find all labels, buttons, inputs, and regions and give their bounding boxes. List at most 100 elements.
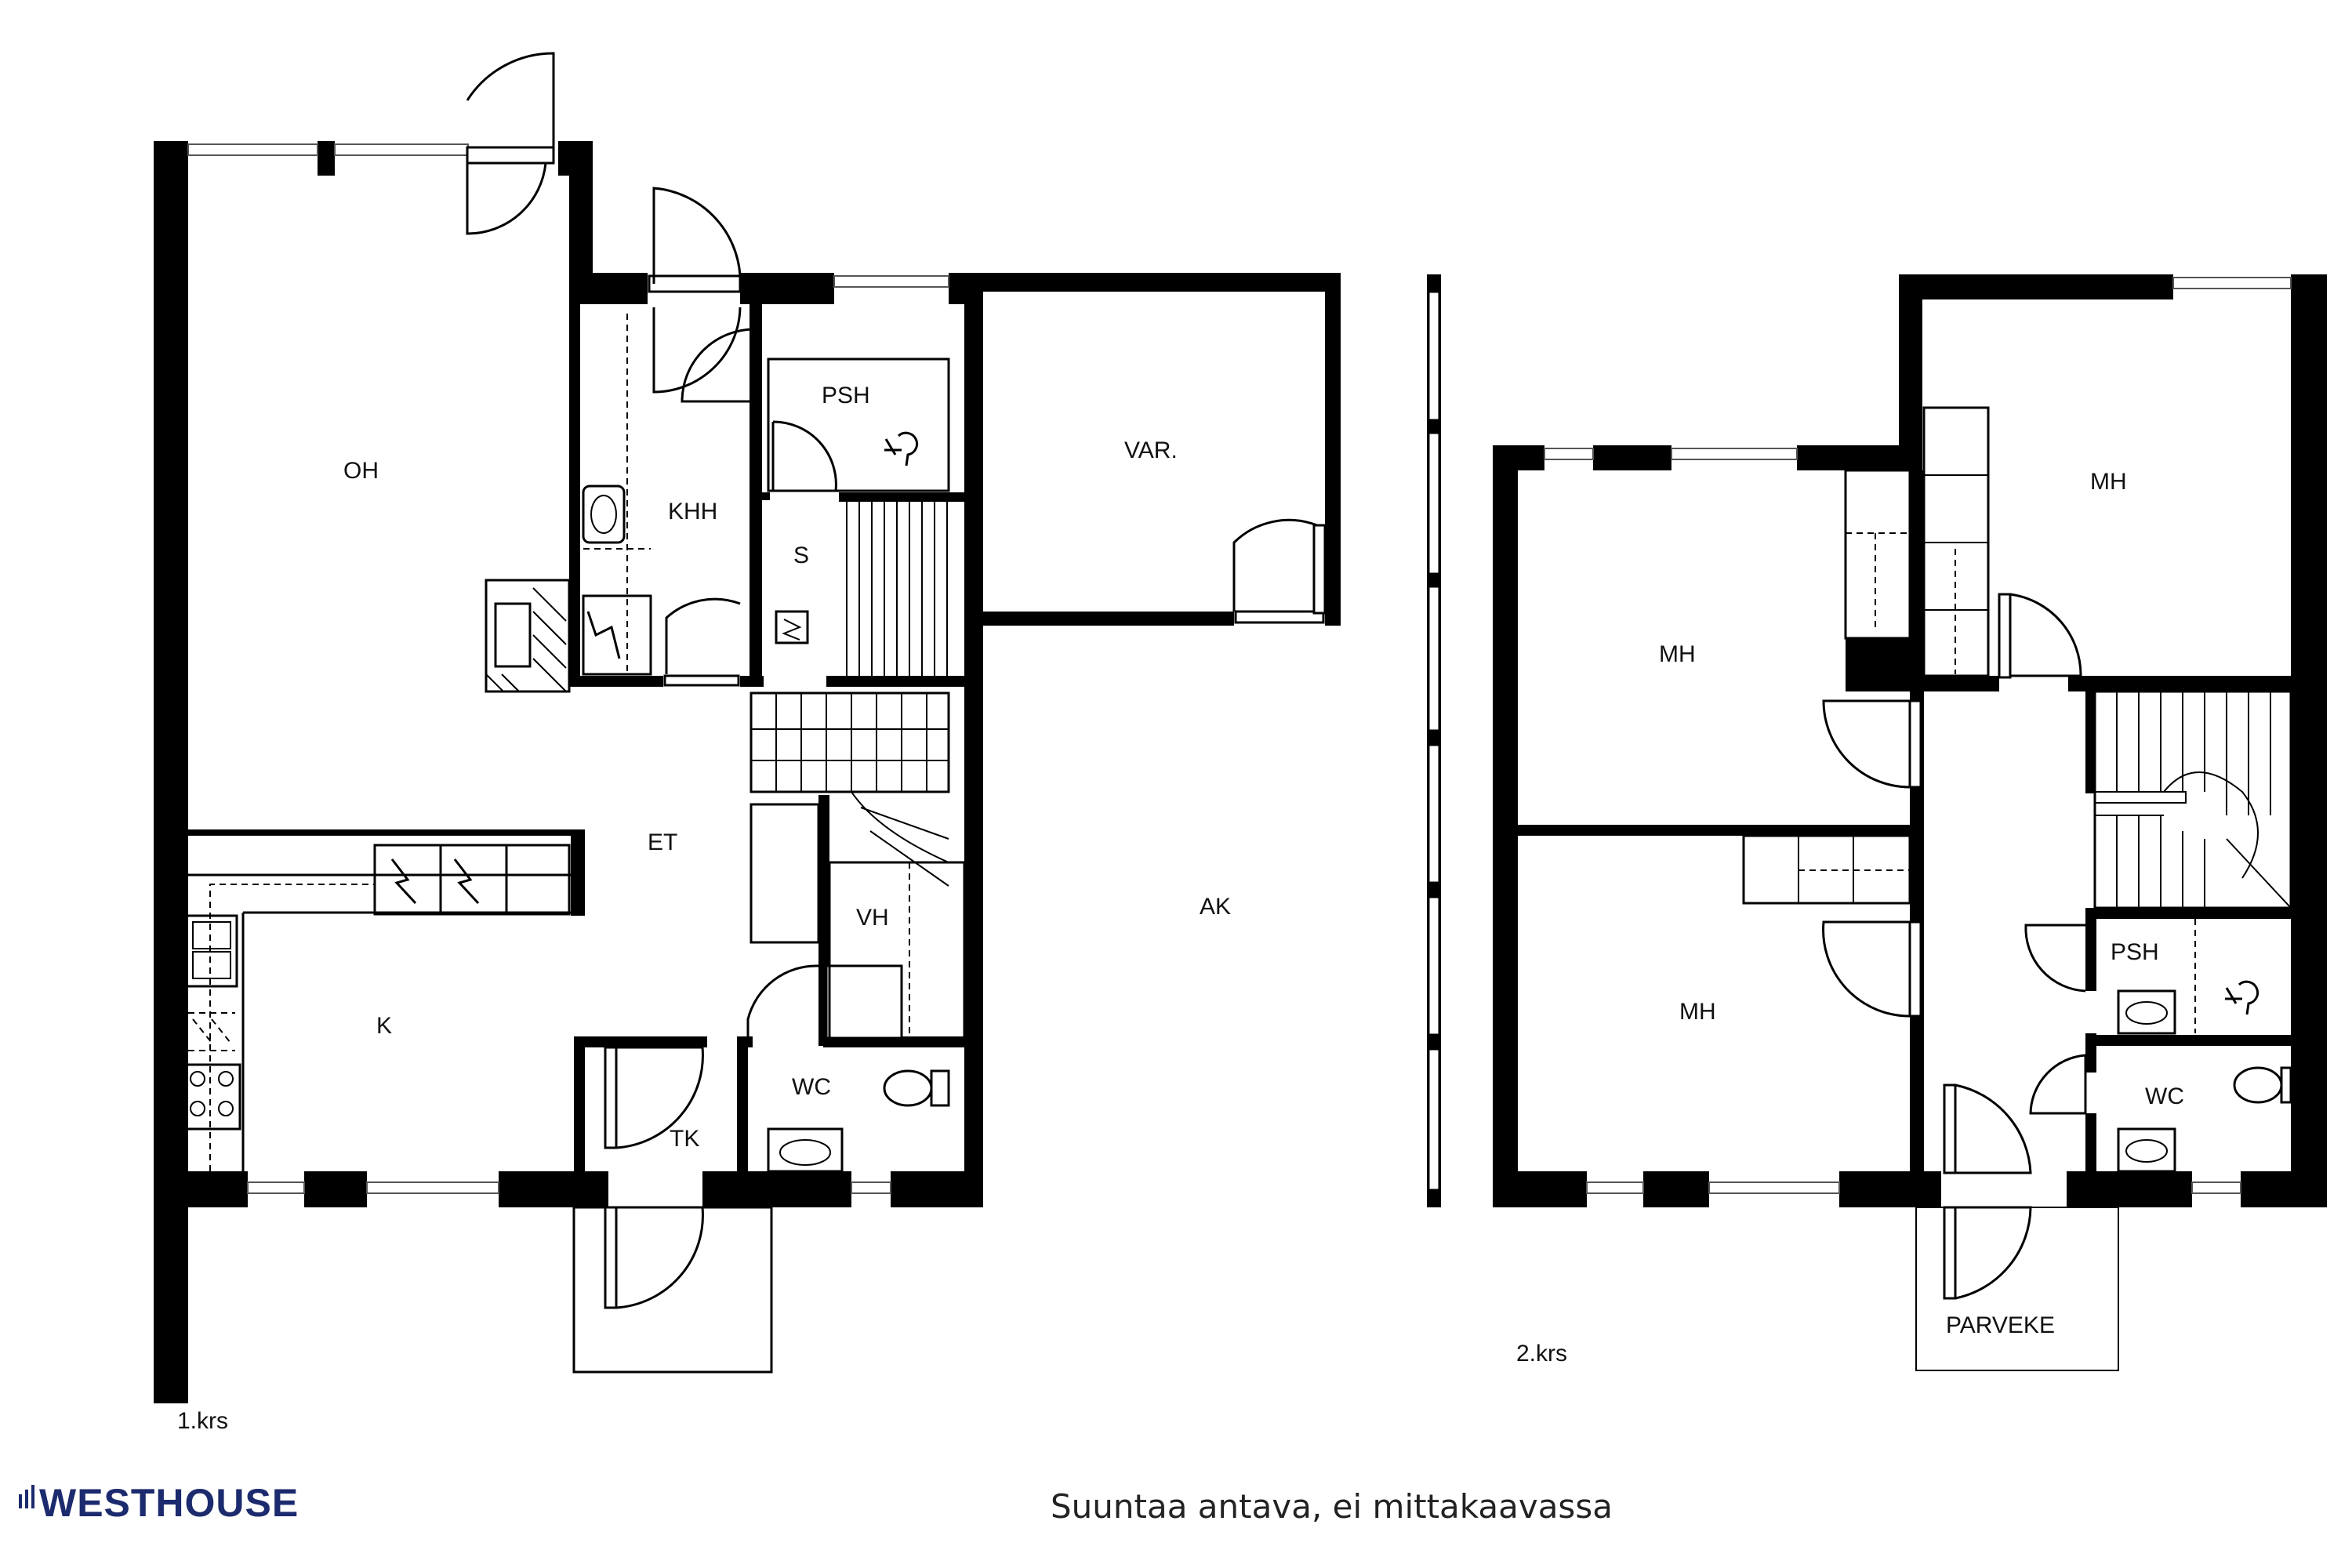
wall-top-step bbox=[1899, 274, 1922, 470]
wall-bottom-3 bbox=[499, 1171, 608, 1207]
door-mh-b bbox=[1822, 920, 1922, 1018]
window-psh bbox=[833, 275, 949, 288]
wall-utility-left bbox=[569, 304, 580, 685]
window-mh-tr bbox=[2172, 277, 2292, 289]
window-mh-tl-1 bbox=[1544, 448, 1594, 460]
wall-khh-psh bbox=[750, 304, 762, 687]
divider-gap-2 bbox=[1427, 431, 1441, 575]
window-mh-b-1 bbox=[1586, 1181, 1644, 1194]
floor-2-level-label: 2.krs bbox=[1516, 1341, 1567, 1367]
khh-sink-bowl bbox=[590, 495, 617, 534]
wall-oh-right bbox=[569, 141, 593, 276]
door-leaf bbox=[663, 674, 740, 687]
fireplace bbox=[485, 579, 571, 693]
floor-1-level-label: 1.krs bbox=[177, 1408, 228, 1434]
window-mh-b-2 bbox=[1708, 1181, 1840, 1194]
wall-mh-right-bottom-2 bbox=[2068, 676, 2327, 691]
room-label-k: K bbox=[376, 1013, 392, 1039]
door-swing bbox=[2029, 1054, 2087, 1115]
psh-room-box bbox=[767, 358, 950, 492]
floor-1-doors bbox=[466, 52, 1327, 1309]
wc-sink-bowl bbox=[2125, 1139, 2168, 1163]
divider-gap-6 bbox=[1427, 1047, 1441, 1192]
wall-utility-bottom bbox=[569, 676, 663, 687]
wall-utility-bottom-3 bbox=[826, 676, 964, 687]
wall-column bbox=[1846, 638, 1910, 691]
stair-curve bbox=[851, 791, 949, 887]
door-var bbox=[1232, 518, 1327, 624]
wall-top-right-1 bbox=[1899, 274, 2173, 299]
wall-top-left-2 bbox=[1593, 445, 1671, 470]
stair-curve bbox=[2163, 771, 2259, 879]
vh-closet bbox=[828, 861, 966, 1040]
kitchen-sink-bowl-2 bbox=[192, 951, 231, 979]
wc-sink bbox=[2117, 1127, 2176, 1173]
wc-toilet-tank bbox=[2280, 1066, 2292, 1104]
wall-right bbox=[2291, 274, 2327, 1207]
wc-toilet-tank bbox=[930, 1069, 950, 1107]
door-mh-tl bbox=[1822, 699, 1922, 789]
floor-2-closets bbox=[1742, 406, 1990, 905]
kitchen-fixtures bbox=[183, 844, 575, 1171]
door-vh bbox=[746, 964, 903, 1040]
room-label-psh: PSH bbox=[822, 383, 870, 408]
divider-gap-5 bbox=[1427, 895, 1441, 1036]
divider-gap-3 bbox=[1427, 585, 1441, 732]
closet-mh-tr-lines bbox=[1924, 474, 1988, 611]
wall-psh-s bbox=[762, 492, 770, 500]
wall-bottom-2 bbox=[1643, 1171, 1709, 1207]
wc-sink-bowl bbox=[779, 1139, 831, 1166]
door-khh-outer bbox=[648, 187, 742, 394]
door-leaf bbox=[1943, 1083, 1957, 1174]
khh-sink bbox=[582, 485, 626, 544]
door-swing bbox=[466, 52, 555, 155]
floor-1: OH KHH PSH S VAR. ET VH K WC TK AK 1.krs bbox=[154, 52, 1341, 1434]
wall-var-bottom bbox=[983, 612, 1234, 626]
kitchen-sink bbox=[185, 914, 238, 988]
door-leaf bbox=[1998, 593, 2012, 679]
door-swing bbox=[681, 328, 756, 403]
window-wc bbox=[2191, 1181, 2241, 1194]
room-label-oh: OH bbox=[343, 458, 379, 484]
balcony-outline bbox=[1915, 1207, 2119, 1371]
door-khh-lower bbox=[663, 597, 741, 687]
wall-k-top bbox=[177, 829, 585, 836]
khh-fixtures bbox=[582, 314, 652, 676]
closet-mh-tl-dash bbox=[1846, 532, 1910, 627]
door-swing-2 bbox=[466, 155, 547, 235]
wall-bottom-5 bbox=[2241, 1171, 2327, 1207]
door-swing bbox=[2024, 924, 2086, 993]
khh-cabinet-line bbox=[583, 314, 651, 674]
stove-burner-4 bbox=[218, 1101, 234, 1116]
door-oh-terrace bbox=[466, 52, 555, 235]
door-swing bbox=[746, 964, 819, 1036]
room-label-mh-top-left: MH bbox=[1659, 641, 1696, 667]
room-label-tk: TK bbox=[670, 1126, 699, 1152]
door-swing-2 bbox=[1955, 1206, 2032, 1300]
brand-logo-mark-icon bbox=[19, 1485, 34, 1508]
door-leaf bbox=[1234, 610, 1325, 624]
kitchen-sink-bowl-1 bbox=[192, 921, 231, 949]
door-swing bbox=[615, 1046, 704, 1149]
stair-box-lower bbox=[750, 803, 820, 944]
wall-corridor-left bbox=[1910, 470, 1924, 1207]
brand-logo-text: WESTHOUSE bbox=[39, 1481, 299, 1525]
khh-appliance-box bbox=[582, 594, 652, 676]
wall-bottom-3 bbox=[1839, 1171, 1941, 1207]
stair-treads bbox=[2095, 691, 2292, 909]
wall-psh-left bbox=[2085, 908, 2096, 991]
door-swing bbox=[615, 1206, 704, 1309]
fireplace-outline bbox=[485, 579, 571, 693]
wall-bottom-1 bbox=[154, 1171, 248, 1207]
wall-s-bottom bbox=[839, 492, 972, 502]
wall-utility-top bbox=[569, 273, 648, 304]
stove-burner-3 bbox=[190, 1101, 205, 1116]
floor-2-fixtures bbox=[2117, 919, 2292, 1173]
room-label-mh-top-right: MH bbox=[2090, 469, 2127, 495]
door-swing bbox=[1955, 1083, 2032, 1174]
sauna-stove-symbol bbox=[782, 619, 802, 641]
wall-top-mid bbox=[318, 141, 335, 176]
room-label-wc: WC bbox=[2145, 1083, 2184, 1109]
door-entry bbox=[604, 1206, 704, 1309]
